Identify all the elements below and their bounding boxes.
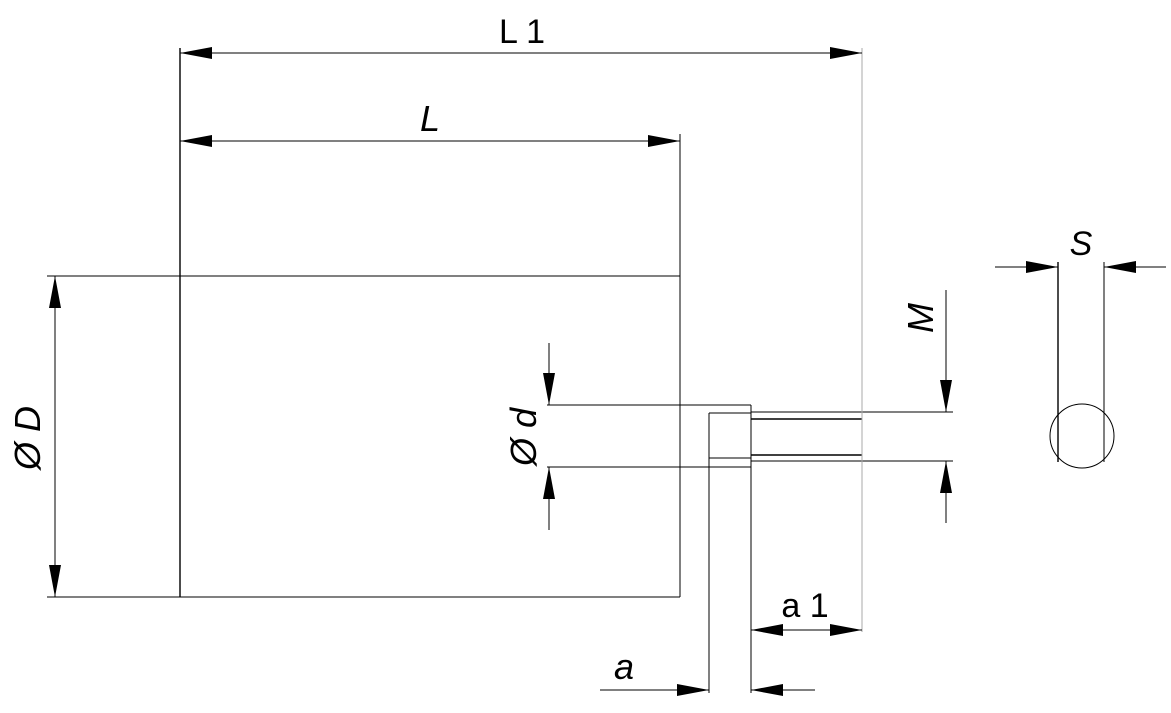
dimension-a: a — [600, 646, 815, 696]
dimension-l1-label: L 1 — [499, 13, 545, 51]
dimension-diameter-d-small: Ø d — [503, 343, 555, 530]
dimension-a1: a 1 — [751, 587, 862, 636]
dimension-a-label: a — [614, 646, 634, 687]
dimension-l-label: L — [420, 98, 440, 139]
dimension-a1-label: a 1 — [781, 587, 828, 625]
cylinder-body — [47, 48, 681, 598]
dimension-m-label: M — [900, 303, 941, 333]
dimension-diameter-d-large-label: Ø D — [7, 406, 48, 471]
dimension-l1: L 1 — [180, 13, 862, 59]
shaft — [547, 404, 752, 693]
dimension-l: L — [180, 98, 680, 147]
dimension-m: M — [900, 290, 952, 523]
dimension-s-label: S — [1070, 225, 1093, 263]
dimension-s: S — [995, 225, 1166, 273]
thread-section — [750, 48, 953, 632]
dimension-diameter-d-small-label: Ø d — [503, 407, 544, 467]
end-view — [1049, 262, 1115, 469]
dimension-diameter-d-large: Ø D — [7, 276, 61, 597]
